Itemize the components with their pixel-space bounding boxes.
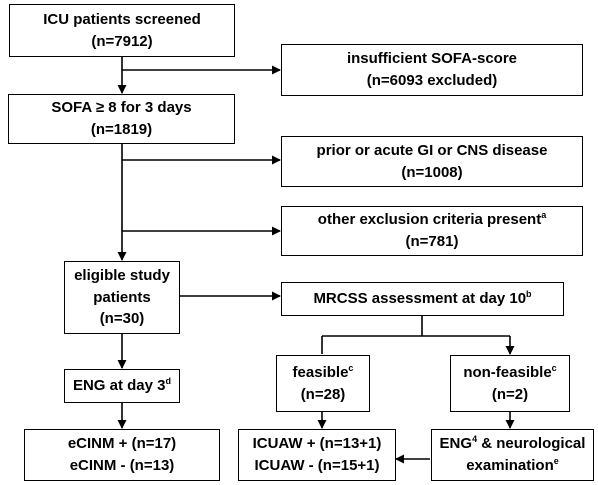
eng4-line1: ENG4 & neurological [439,434,586,453]
icuaw-negative: ICUAW - (n=15+1) [254,457,380,474]
feasible-title: feasiblec [292,362,354,381]
box-sofa-8: SOFA ≥ 8 for 3 days (n=1819) [8,94,235,144]
box-insufficient-sofa: insufficient SOFA-score (n=6093 excluded… [281,44,583,96]
icuaw-positive: ICUAW + (n=13+1) [252,435,382,453]
footnote-c: c [551,362,557,373]
mrcss-title: MRCSS assessment at day 10b [313,289,532,308]
nonfeasible-title: non-feasiblec [463,362,557,381]
box-gi-cns-disease: prior or acute GI or CNS disease (n=1008… [281,136,583,187]
excl-sofa-count: (n=6093 excluded) [366,72,498,89]
excl-other-title: other exclusion criteria presenta [317,210,547,229]
excl-sofa-title: insufficient SOFA-score [346,50,518,68]
eligible-count: (n=30) [99,310,145,328]
footnote-4: 4 [472,434,478,445]
screened-title: ICU patients screened [43,10,201,28]
box-feasible: feasiblec (n=28) [276,355,370,412]
footnote-d: d [165,376,172,387]
box-ecinm-result: eCINM + (n=17) eCINM - (n=13) [24,429,220,481]
eng3-title: ENG at day 3d [72,376,172,395]
box-eng-day3: ENG at day 3d [64,369,180,403]
box-icuaw-result: ICUAW + (n=13+1) ICUAW - (n=15+1) [238,429,396,481]
excl-gi-title: prior or acute GI or CNS disease [316,141,548,159]
box-other-exclusion: other exclusion criteria presenta (n=781… [281,206,583,256]
nonfeasible-count: (n=2) [491,385,529,403]
sofa8-count: (n=1819) [90,121,153,138]
box-eligible-patients: eligible study patients (n=30) [64,261,180,334]
footnote-b: b [526,289,532,300]
ecinm-negative: eCINM - (n=13) [69,457,175,474]
footnote-e: e [553,456,559,466]
eligible-line2: patients [93,288,151,306]
footnote-a: a [541,210,547,221]
excl-gi-count: (n=1008) [401,163,463,181]
box-non-feasible: non-feasiblec (n=2) [450,355,570,412]
box-icu-screened: ICU patients screened (n=7912) [9,4,235,57]
sofa8-title: SOFA ≥ 8 for 3 days [51,99,192,117]
screened-count: (n=7912) [91,32,153,50]
box-mrcss-assessment: MRCSS assessment at day 10b [281,282,564,316]
eligible-line1: eligible study [74,266,170,284]
ecinm-positive: eCINM + (n=17) [67,435,177,453]
feasible-count: (n=28) [300,385,346,403]
arrow-mrcss-branches [321,316,510,354]
excl-other-count: (n=781) [405,233,459,250]
box-eng-neuro-exam: ENG4 & neurological examinatione [431,429,594,481]
eng4-line2: examinatione [466,456,559,475]
footnote-c: c [348,362,354,373]
